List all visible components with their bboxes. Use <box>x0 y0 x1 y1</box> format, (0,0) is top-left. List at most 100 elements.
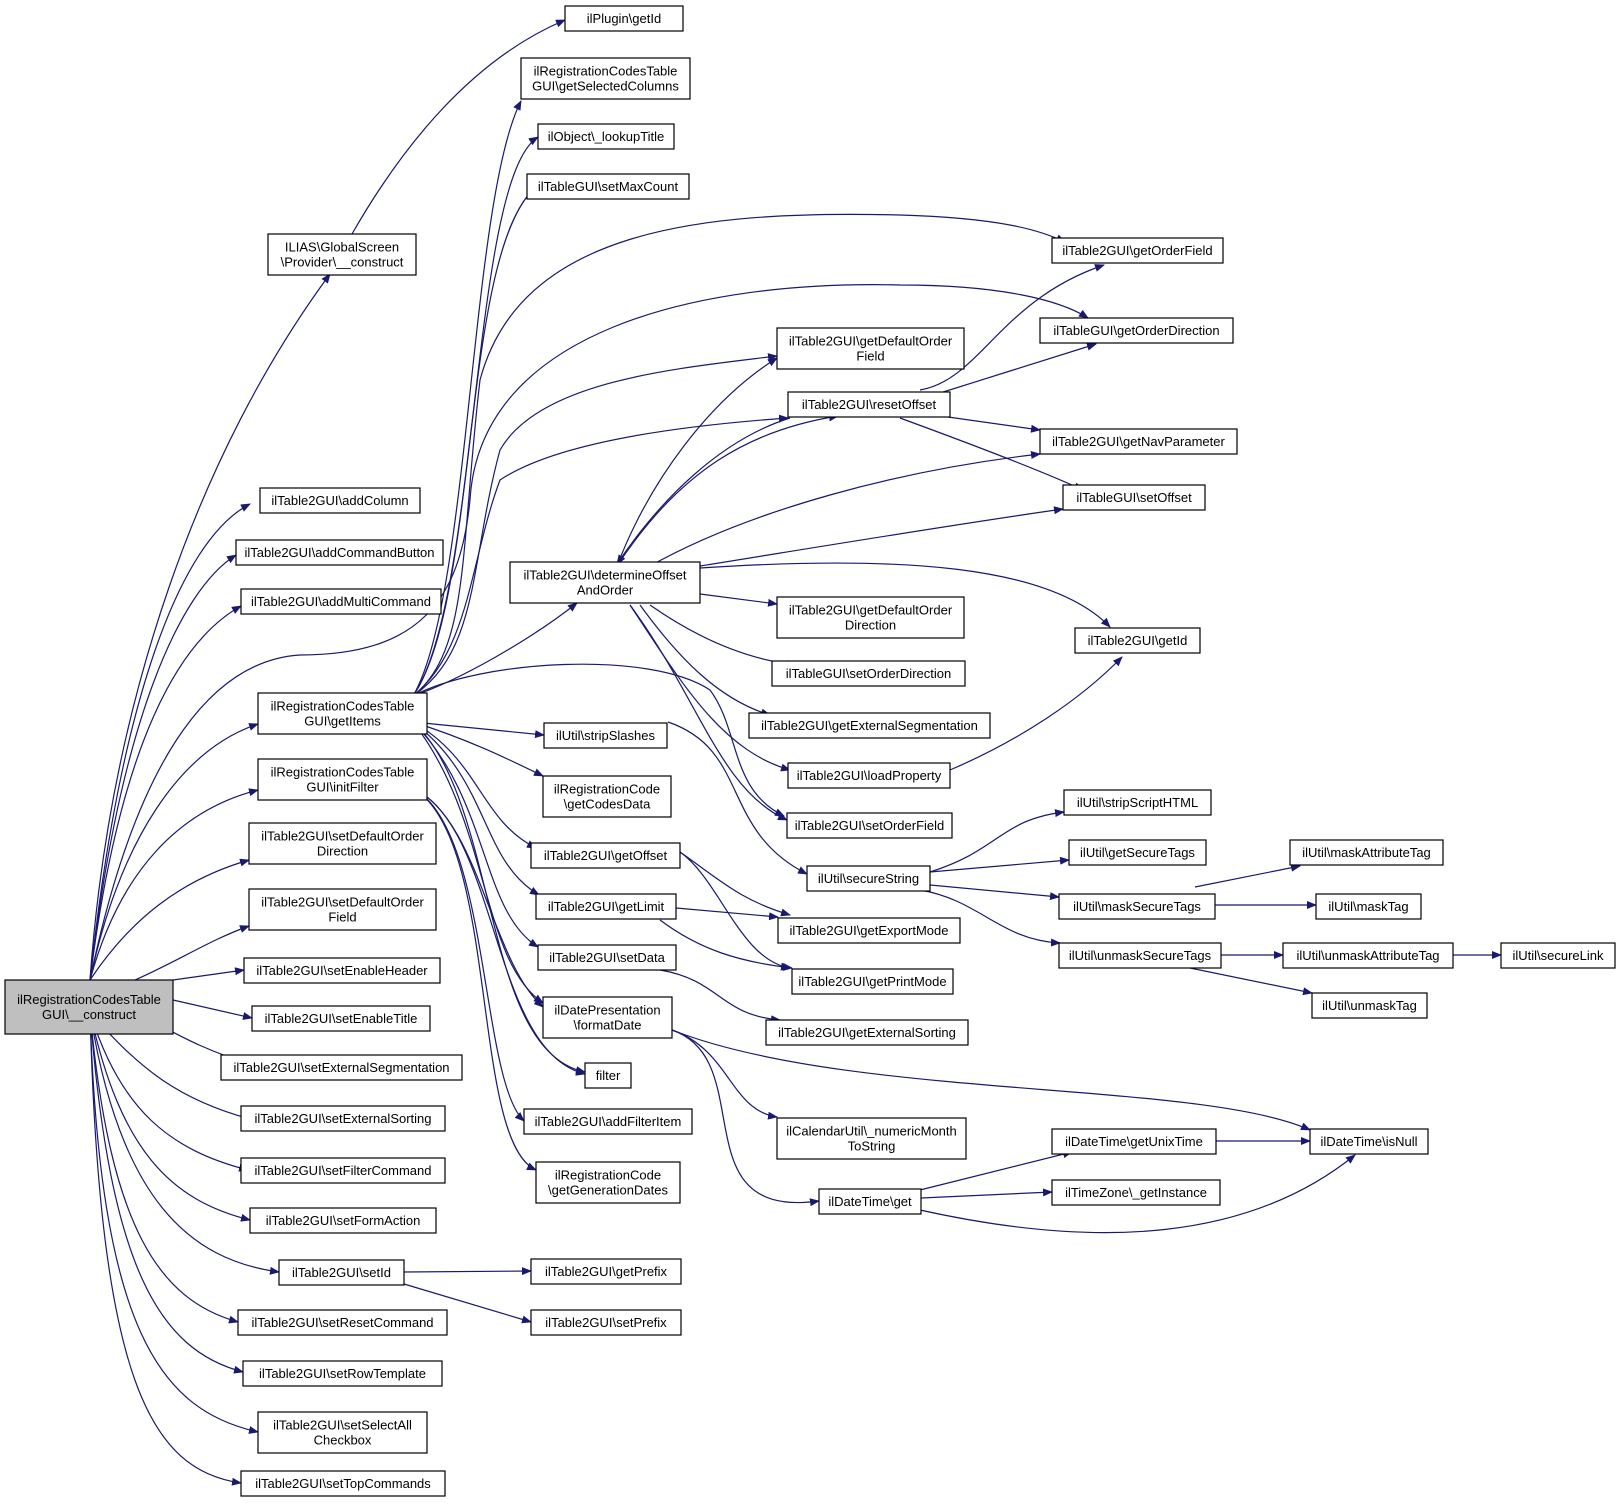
node-box <box>535 893 677 920</box>
edge-determineoffset-resetoffset <box>616 413 839 567</box>
node-t2-getlimit[interactable]: ilTable2GUI\getLimit <box>535 893 677 920</box>
node-t2-loadproperty[interactable]: ilTable2GUI\loadProperty <box>787 762 951 789</box>
node-datetime-getunixtime[interactable]: ilDateTime\getUnixTime <box>1051 1128 1217 1155</box>
node-box <box>267 233 417 276</box>
node-box <box>235 539 444 566</box>
node-box <box>748 712 991 739</box>
node-t2-setprefix[interactable]: ilTable2GUI\setPrefix <box>530 1309 682 1336</box>
node-box <box>542 996 673 1039</box>
node-box <box>1039 428 1238 455</box>
node-t2-addfilteritem[interactable]: ilTable2GUI\addFilterItem <box>523 1108 693 1135</box>
edge-securestring-unmasksecuretags <box>919 889 1061 947</box>
node-tablegui-setoffset[interactable]: ilTableGUI\setOffset <box>1062 484 1206 511</box>
node-t2-setorderfield[interactable]: ilTable2GUI\setOrderField <box>786 812 953 839</box>
node-t2-setenabletitle[interactable]: ilTable2GUI\setEnableTitle <box>251 1005 431 1032</box>
node-tablegui-getorderdirection[interactable]: ilTableGUI\getOrderDirection <box>1039 317 1234 344</box>
edge-datetimeget-getunixtime <box>919 1150 1073 1191</box>
node-util-masktag[interactable]: ilUtil\maskTag <box>1315 893 1422 920</box>
node-util-maskattributetag[interactable]: ilUtil\maskAttributeTag <box>1289 839 1444 866</box>
edge-determineoffset-getexternalsegmentation <box>639 604 771 717</box>
node-t2-getid[interactable]: ilTable2GUI\getId <box>1074 627 1201 654</box>
node-t2-getexternalsegmentation[interactable]: ilTable2GUI\getExternalSegmentation <box>748 712 991 739</box>
node-label: ilTable2GUI\addColumn <box>271 493 408 508</box>
node-label: ilUtil\secureLink <box>1512 948 1604 963</box>
node-label: ilTable2GUI\getExternalSegmentation <box>761 718 978 733</box>
node-t2-addcolumn[interactable]: ilTable2GUI\addColumn <box>259 487 421 514</box>
node-timezone-getinstance[interactable]: ilTimeZone\_getInstance <box>1051 1179 1221 1206</box>
node-t2-setexternalsorting[interactable]: ilTable2GUI\setExternalSorting <box>240 1105 446 1132</box>
node-t2-getexternalsorting[interactable]: ilTable2GUI\getExternalSorting <box>765 1019 969 1046</box>
node-plugin-getid[interactable]: ilPlugin\getId <box>564 5 684 32</box>
node-label: ToString <box>848 1139 896 1154</box>
node-rct-getselectedcolumns[interactable]: ilRegistrationCodesTableGUI\getSelectedC… <box>520 57 691 100</box>
node-tablegui-setmaxcount[interactable]: ilTableGUI\setMaxCount <box>526 173 690 200</box>
node-box <box>1051 1179 1221 1206</box>
node-box <box>257 692 428 735</box>
node-util-securestring[interactable]: ilUtil\secureString <box>806 865 931 892</box>
edge-resetoffset-getnavparameter <box>947 416 1041 433</box>
node-t2-getorderfield[interactable]: ilTable2GUI\getOrderField <box>1051 237 1224 264</box>
node-box <box>765 1019 969 1046</box>
node-tablegui-setorderdirection[interactable]: ilTableGUI\setOrderDirection <box>771 660 966 687</box>
node-t2-setexternalsegmentation[interactable]: ilTable2GUI\setExternalSegmentation <box>220 1054 463 1081</box>
node-util-masksecuretags[interactable]: ilUtil\maskSecureTags <box>1058 893 1216 920</box>
node-util-stripslashes[interactable]: ilUtil\stripSlashes <box>543 722 668 749</box>
node-label: ilTable2GUI\setEnableHeader <box>256 963 428 978</box>
edge-getitems-resetoffset <box>412 414 789 697</box>
node-datetime-get[interactable]: ilDateTime\get <box>818 1188 922 1215</box>
node-t2-setresetcommand[interactable]: ilTable2GUI\setResetCommand <box>237 1309 448 1336</box>
node-t2-getprintmode[interactable]: ilTable2GUI\getPrintMode <box>791 968 954 995</box>
node-t2-setenableheader[interactable]: ilTable2GUI\setEnableHeader <box>243 957 441 984</box>
node-t2-setformaction[interactable]: ilTable2GUI\setFormAction <box>249 1207 437 1234</box>
node-t2-settopcommands[interactable]: ilTable2GUI\setTopCommands <box>240 1470 446 1497</box>
node-util-securelink[interactable]: ilUtil\secureLink <box>1500 942 1616 969</box>
edge-getitems-determineoffset <box>412 602 578 697</box>
node-rc-getgenerationdates[interactable]: ilRegistrationCode\getGenerationDates <box>535 1161 681 1204</box>
node-util-unmaskattributetag[interactable]: ilUtil\unmaskAttributeTag <box>1282 942 1454 969</box>
edge-gs-construct-plugin-getid <box>351 19 566 235</box>
node-box <box>1074 627 1201 654</box>
node-label: ilDateTime\get <box>828 1194 912 1209</box>
node-rc-getcodesdata[interactable]: ilRegistrationCode\getCodesData <box>542 775 672 818</box>
node-util-stripscripthtml[interactable]: ilUtil\stripScriptHTML <box>1063 789 1212 816</box>
node-t2-setdata[interactable]: ilTable2GUI\setData <box>537 944 677 971</box>
node-datepresentation-formatdate[interactable]: ilDatePresentation\formatDate <box>542 996 673 1039</box>
node-filter[interactable]: filter <box>584 1062 632 1089</box>
node-t2-setfiltercommand[interactable]: ilTable2GUI\setFilterCommand <box>240 1157 446 1184</box>
node-t2-getexportmode[interactable]: ilTable2GUI\getExportMode <box>777 917 961 944</box>
node-label: ilDatePresentation <box>554 1003 660 1018</box>
node-t2-getprefix[interactable]: ilTable2GUI\getPrefix <box>530 1258 682 1285</box>
node-util-getsecuretags[interactable]: ilUtil\getSecureTags <box>1068 839 1207 866</box>
node-t2-addcommandbutton[interactable]: ilTable2GUI\addCommandButton <box>235 539 444 566</box>
node-t2-getoffset[interactable]: ilTable2GUI\getOffset <box>530 842 681 869</box>
node-datetime-isnull[interactable]: ilDateTime\isNull <box>1309 1128 1429 1155</box>
edge-root-getitems <box>89 723 259 981</box>
node-t2-getnavparameter[interactable]: ilTable2GUI\getNavParameter <box>1039 428 1238 455</box>
node-t2-resetoffset[interactable]: ilTable2GUI\resetOffset <box>787 391 951 418</box>
edge-resetoffset-setoffset <box>899 417 1084 491</box>
node-util-unmasksecuretags[interactable]: ilUtil\unmaskSecureTags <box>1058 942 1222 969</box>
node-util-unmasktag[interactable]: ilUtil\unmaskTag <box>1311 992 1428 1019</box>
edge-initfilter-addfilteritem <box>412 787 525 1122</box>
node-t2-addmulticommand[interactable]: ilTable2GUI\addMultiCommand <box>240 588 442 615</box>
edge-setdata-getexternalsorting <box>659 969 781 1024</box>
node-t2-setid[interactable]: ilTable2GUI\setId <box>278 1259 405 1286</box>
node-object-lookuptitle[interactable]: ilObject\_lookupTitle <box>537 123 675 150</box>
node-label: AndOrder <box>577 583 634 598</box>
node-label: ilTableGUI\setMaxCount <box>538 179 679 194</box>
node-gs-construct[interactable]: ILIAS\GlobalScreen\Provider\__construct <box>267 233 417 276</box>
node-label: ilUtil\getSecureTags <box>1080 845 1195 860</box>
node-t2-setrowtemplate[interactable]: ilTable2GUI\setRowTemplate <box>242 1360 443 1387</box>
node-label: ilTable2GUI\setExternalSorting <box>254 1111 431 1126</box>
